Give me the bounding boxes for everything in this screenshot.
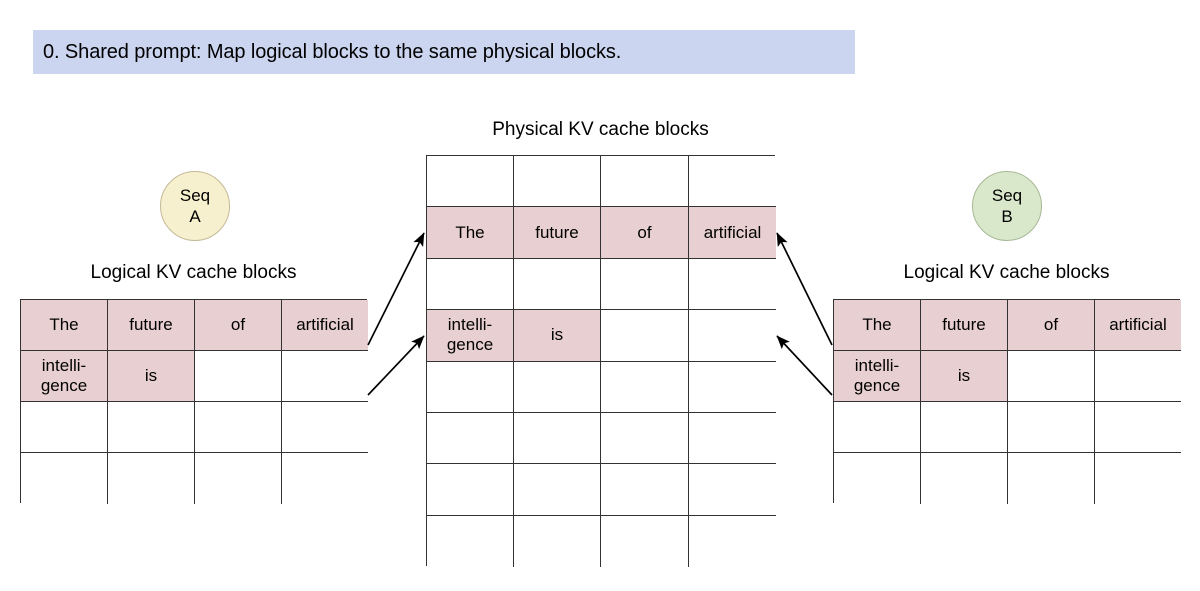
- logical-a-caption: Logical KV cache blocks: [90, 262, 297, 283]
- logical-a-cell-r1-c2: future: [108, 300, 195, 351]
- seq-a-label-line1: Seq: [179, 186, 211, 205]
- logical-b-cell-r2-c2: is: [921, 351, 1008, 402]
- physical-cell-r7-c1: [427, 464, 514, 516]
- physical-cell-r2-c2: future: [514, 207, 601, 259]
- physical-cell-r7-c3: [601, 464, 689, 516]
- physical-cell-r4-c1: intelli-gence: [427, 310, 514, 362]
- logical-a-cell-r4-c4: [282, 453, 368, 504]
- physical-cell-r5-c4: [689, 361, 776, 413]
- physical-cell-r5-c2: [514, 361, 601, 413]
- logical-b-caption: Logical KV cache blocks: [903, 262, 1110, 283]
- shared-prompt-banner: 0. Shared prompt: Map logical blocks to …: [33, 30, 855, 74]
- physical-cell-r7-c2: [514, 464, 601, 516]
- logical-b-cell-r2-c1: intelli-gence: [834, 351, 921, 402]
- physical-cell-r3-c3: [601, 258, 689, 311]
- logical-a-cell-r1-c3: of: [195, 300, 282, 351]
- logical-a-cell-r1-c1: The: [21, 300, 108, 351]
- physical-cell-r1-c3: [601, 156, 689, 208]
- logical-a-cell-r2-c2: is: [108, 351, 195, 402]
- logical-b-cell-r4-c4: [1095, 453, 1181, 504]
- logical-b-cell-r1-c1: The: [834, 300, 921, 351]
- arrow-a-row1-to-physical-row2: [367, 232, 425, 346]
- physical-cell-r3-c1: [427, 258, 514, 311]
- physical-cell-r4-c3: [601, 310, 689, 362]
- logical-a-cell-r4-c3: [195, 453, 282, 504]
- logical-b-cell-r4-c1: [834, 453, 921, 504]
- physical-cell-r6-c3: [601, 412, 689, 465]
- physical-cell-r1-c4: [689, 156, 776, 208]
- logical-b-cell-r2-c4: [1095, 351, 1181, 402]
- physical-cell-r6-c4: [689, 412, 776, 465]
- physical-cell-r2-c3: of: [601, 207, 689, 259]
- logical-b-cell-r3-c1: [834, 402, 921, 453]
- physical-cell-r6-c1: [427, 412, 514, 465]
- arrow-a-row2-to-physical-row4: [367, 335, 425, 396]
- logical-a-cell-r3-c2: [108, 402, 195, 453]
- logical-b-cell-r1-c3: of: [1008, 300, 1095, 351]
- physical-cell-r2-c1: The: [427, 207, 514, 259]
- physical-cell-r2-c4: artificial: [689, 207, 776, 259]
- seq-a-badge: Seq A: [160, 171, 230, 241]
- seq-b-badge: Seq B: [972, 171, 1042, 241]
- physical-cell-r4-c4: [689, 310, 776, 362]
- logical-b-cell-r3-c2: [921, 402, 1008, 453]
- logical-a-cell-r1-c4: artificial: [282, 300, 368, 351]
- logical-b-cell-r4-c3: [1008, 453, 1095, 504]
- logical-a-cell-r3-c3: [195, 402, 282, 453]
- physical-cell-r8-c3: [601, 515, 689, 567]
- physical-cell-r5-c3: [601, 361, 689, 413]
- physical-caption: Physical KV cache blocks: [492, 119, 709, 140]
- arrow-b-row1-to-physical-row2: [776, 232, 833, 346]
- logical-b-cell-r3-c4: [1095, 402, 1181, 453]
- logical-b-cell-r1-c4: artificial: [1095, 300, 1181, 351]
- logical-b-cell-r3-c3: [1008, 402, 1095, 453]
- physical-cell-r3-c2: [514, 258, 601, 311]
- physical-cell-r4-c2: is: [514, 310, 601, 362]
- seq-b-label-line1: Seq: [991, 186, 1023, 205]
- physical-cell-r8-c4: [689, 515, 776, 567]
- seq-b-label-line2: B: [1001, 207, 1013, 226]
- logical-a-cell-r2-c4: [282, 351, 368, 402]
- logical-a-cell-r3-c1: [21, 402, 108, 453]
- logical-a-cell-r4-c1: [21, 453, 108, 504]
- physical-cell-r8-c1: [427, 515, 514, 567]
- physical-cell-r3-c4: [689, 258, 776, 311]
- logical-a-cell-r2-c1: intelli-gence: [21, 351, 108, 402]
- logical-b-cell-r2-c3: [1008, 351, 1095, 402]
- arrow-b-row2-to-physical-row4: [776, 335, 833, 396]
- physical-cell-r1-c2: [514, 156, 601, 208]
- physical-cell-r7-c4: [689, 464, 776, 516]
- physical-cell-r1-c1: [427, 156, 514, 208]
- seq-a-label-line2: A: [189, 207, 201, 226]
- logical-a-cell-r4-c2: [108, 453, 195, 504]
- physical-cell-r6-c2: [514, 412, 601, 465]
- shared-prompt-text: 0. Shared prompt: Map logical blocks to …: [43, 41, 622, 63]
- physical-cell-r8-c2: [514, 515, 601, 567]
- logical-b-cell-r4-c2: [921, 453, 1008, 504]
- logical-b-cell-r1-c2: future: [921, 300, 1008, 351]
- logical-a-cell-r3-c4: [282, 402, 368, 453]
- physical-cell-r5-c1: [427, 361, 514, 413]
- logical-a-cell-r2-c3: [195, 351, 282, 402]
